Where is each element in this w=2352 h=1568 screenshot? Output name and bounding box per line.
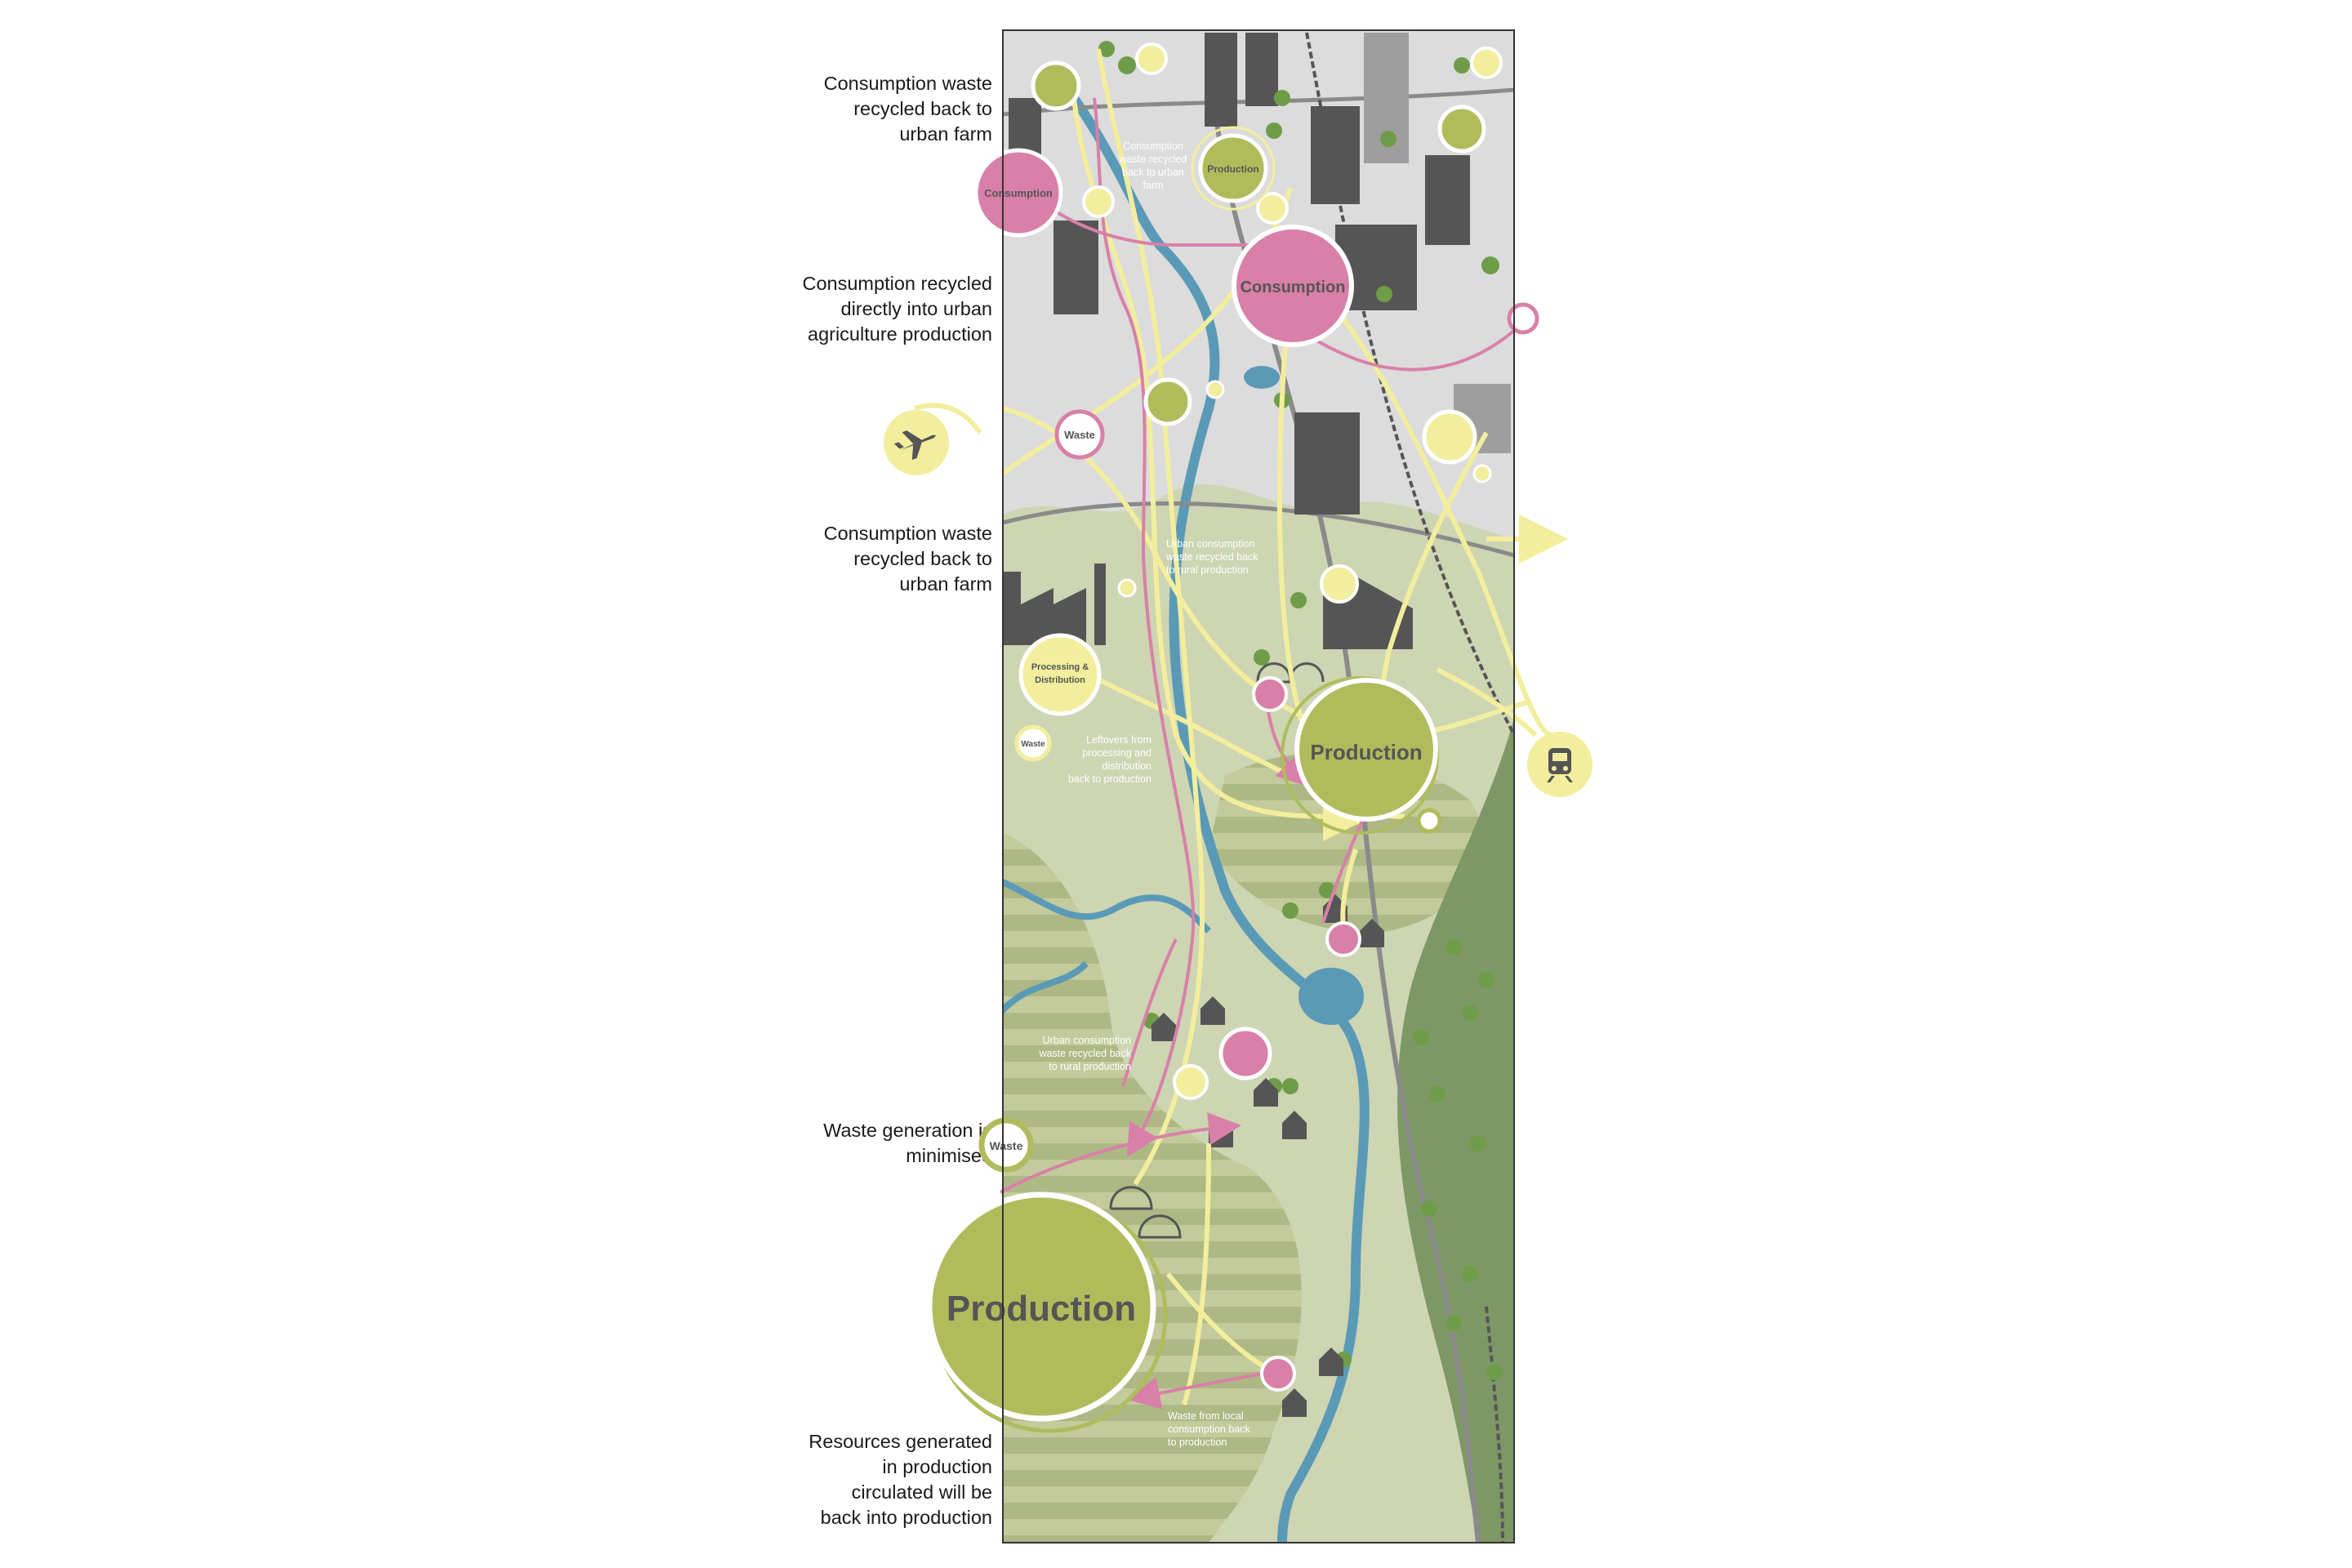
production-ring-node: [1416, 808, 1442, 834]
lake: [1298, 968, 1364, 1025]
urban-buildings: [1003, 33, 1511, 649]
note-urban-consumption-3: to rural production: [1166, 564, 1249, 576]
pink-ring-node: [1507, 302, 1539, 335]
road-cross: [1003, 501, 1514, 558]
chimney: [1094, 564, 1106, 645]
consumption-node-small: [973, 148, 1063, 238]
production-mid-node: [1294, 678, 1438, 822]
flow-node-5: [1205, 380, 1225, 399]
consumption-node-2: [1325, 921, 1361, 957]
note-local-waste-3: to production: [1168, 1437, 1227, 1448]
note-urban-top-4: farm: [1143, 180, 1164, 191]
production-mid-label: Production: [1310, 740, 1422, 764]
river-main: [1070, 95, 1370, 1543]
note-urban-consumption-1: Urban consumption: [1166, 538, 1254, 550]
waste-urban-node: [1054, 409, 1105, 460]
production-node-small-label: Production: [1207, 163, 1258, 175]
production-large-node: [926, 1192, 1156, 1422]
label-consumption-waste-urban-farm-top: Consumption waste recycled back to urban…: [823, 73, 992, 145]
consumption-node-3: [1218, 1027, 1272, 1080]
consumption-node-1: [1252, 676, 1288, 712]
flow-node-7: [1472, 464, 1492, 483]
train-icon: [1547, 748, 1573, 782]
label-consumption-recycled-urban-agriculture: Consumption recycled directly into urban…: [802, 273, 993, 345]
river-tributary: [1003, 879, 1211, 933]
note-leftovers-3: distribution: [1102, 760, 1152, 772]
urban-farm-node-3: [1143, 377, 1192, 426]
note-urban-top-2: waste recycled: [1119, 154, 1187, 165]
production-node-small: [1198, 133, 1268, 203]
flow-node-1: [1135, 42, 1168, 75]
note-leftovers-2: processing and: [1082, 747, 1152, 759]
note-local-waste-1: Waste from local: [1168, 1410, 1244, 1422]
note-urban-consumption-2: waste recycled back: [1165, 551, 1258, 563]
flow-node-2: [1470, 47, 1503, 79]
flow-node-3: [1082, 185, 1115, 218]
waste-rural-node: [978, 1117, 1034, 1173]
flow-node-9: [1320, 564, 1359, 604]
label-waste-minimised: Waste generation is minimised: [823, 1120, 992, 1166]
note-leftovers-1: Leftovers from: [1086, 734, 1152, 746]
flow-lines-pink: [1000, 97, 1529, 1410]
map-notes: Consumption waste recycled back to urban…: [1038, 140, 1258, 1448]
tower-1: [1205, 33, 1237, 127]
note-leftovers-4: back to production: [1068, 773, 1152, 785]
urban-farm-node-2: [1437, 105, 1486, 154]
map-frame: [1002, 29, 1515, 1544]
production-large-label: Production: [947, 1289, 1136, 1329]
processing-label-line1: Processing &: [1031, 662, 1089, 672]
waste-processing-label: Waste: [1021, 740, 1045, 749]
tower-5: [1425, 155, 1470, 245]
processing-distribution-node: [1018, 633, 1102, 716]
tower-4: [1311, 106, 1360, 204]
label-consumption-waste-urban-farm-mid: Consumption waste recycled back to urban…: [823, 523, 992, 595]
transport-icons: [884, 410, 1592, 797]
flow-node-8: [1117, 578, 1137, 598]
consumption-node-4: [1260, 1356, 1296, 1392]
railway-line: [1485, 1306, 1504, 1543]
factory: [1003, 572, 1086, 645]
urban-farm-node-1: [1031, 60, 1081, 111]
note-urban-top-1: Consumption: [1123, 140, 1183, 152]
production-node-small-ring: [1191, 126, 1276, 211]
labeled-nodes: Consumption Production Consumption Waste…: [926, 126, 1439, 1433]
airplane-icon: [893, 430, 937, 461]
small-nodes: [1031, 42, 1539, 1392]
river-tributary-2: [1003, 961, 1089, 1015]
label-resources-circulated: Resources generated in production circul…: [808, 1431, 992, 1528]
waste-rural-label: Waste: [990, 1139, 1023, 1152]
processing-label-line2: Distribution: [1035, 675, 1085, 685]
flow-node-10: [1173, 1064, 1209, 1100]
tower-7: [1054, 220, 1098, 314]
consumption-node-large-label: Consumption: [1241, 278, 1346, 296]
forest-east: [1397, 719, 1514, 1543]
waste-processing-node: [1014, 724, 1052, 762]
waste-urban-label: Waste: [1064, 429, 1095, 441]
consumption-node-small-label: Consumption: [984, 187, 1053, 199]
note-local-waste-2: consumption back: [1168, 1423, 1251, 1435]
note-rural-consumption-1: Urban consumption: [1043, 1035, 1131, 1046]
flow-node-4: [1256, 192, 1289, 225]
pond: [1244, 366, 1280, 389]
block-2: [1294, 412, 1360, 514]
tower-2: [1245, 33, 1278, 106]
note-rural-consumption-3: to rural production: [1049, 1061, 1131, 1072]
note-rural-consumption-2: waste recycled back: [1038, 1048, 1131, 1059]
note-urban-top-3: back to urban: [1122, 167, 1184, 178]
flow-node-6: [1422, 409, 1477, 465]
consumption-node-large: [1232, 225, 1354, 347]
